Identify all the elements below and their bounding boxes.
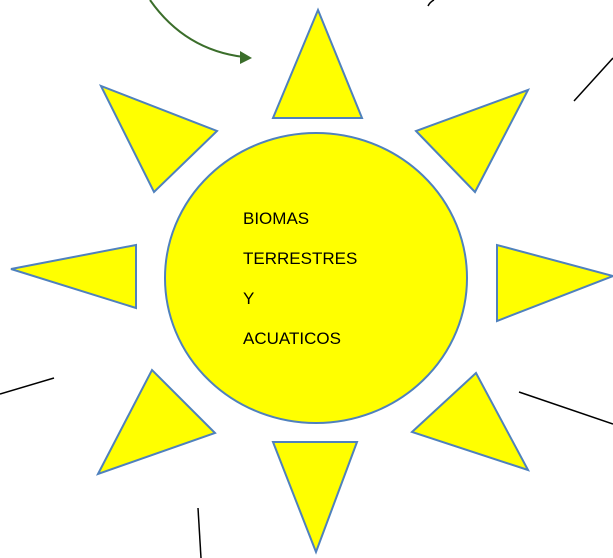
sun-ray-bottom-left bbox=[95, 368, 217, 476]
arrow-head bbox=[240, 51, 252, 64]
sun-ray-top-left bbox=[98, 84, 219, 194]
connector-line-left bbox=[0, 377, 55, 395]
sun-ray-left bbox=[10, 243, 137, 310]
sun-ray-top-right bbox=[414, 88, 531, 194]
center-label-line-1: BIOMAS bbox=[243, 209, 309, 228]
connector-arrow bbox=[149, 0, 245, 58]
connector-arc bbox=[427, 0, 435, 7]
connector-line-bottom bbox=[197, 507, 202, 558]
center-label-line-2: TERRESTRES bbox=[243, 249, 357, 268]
sun-ray-right bbox=[496, 243, 613, 323]
sun-center bbox=[164, 132, 468, 424]
center-label-line-4: ACUATICOS bbox=[243, 329, 341, 348]
sun-ray-top bbox=[271, 7, 364, 119]
center-label-line-3: Y bbox=[243, 289, 254, 308]
sun-ray-bottom bbox=[271, 441, 359, 555]
sun-ray-bottom-right bbox=[410, 371, 531, 472]
connector-line-bottom-right bbox=[518, 391, 613, 425]
connector-line-top-right bbox=[573, 57, 613, 102]
